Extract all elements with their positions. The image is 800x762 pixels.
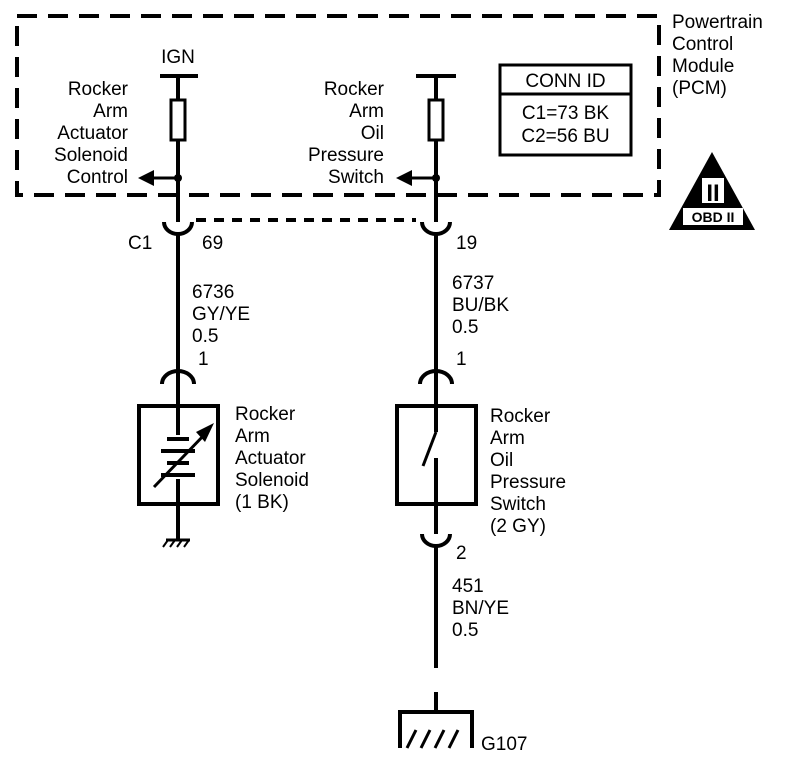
conn-id-row: C1=73 BK — [522, 103, 609, 124]
switch-pin-top: 1 — [456, 349, 467, 370]
switch-pin-bottom: 2 — [456, 543, 467, 564]
arrow-left-icon — [138, 170, 154, 186]
svg-text:Pressure: Pressure — [490, 472, 566, 493]
right-internal-resistor — [427, 98, 445, 142]
svg-text:Rocker: Rocker — [490, 406, 551, 427]
svg-text:0.5: 0.5 — [452, 317, 478, 338]
svg-text:Arm: Arm — [349, 101, 384, 122]
ground-wire-label: 451 BN/YE 0.5 — [452, 576, 509, 641]
conn-id-box: CONN ID C1=73 BK C2=56 BU — [498, 63, 633, 157]
switch-connector-bottom — [420, 533, 452, 548]
solenoid-pin: 1 — [198, 349, 209, 370]
conn-id-title: CONN ID — [525, 71, 605, 92]
variable-arrow-icon — [196, 423, 214, 442]
left-internal-label: Rocker Arm Actuator Solenoid Control — [54, 79, 129, 188]
solenoid-component — [137, 404, 220, 506]
svg-text:(1 BK): (1 BK) — [235, 492, 289, 513]
svg-text:Arm: Arm — [490, 428, 525, 449]
switch-label: Rocker Arm Oil Pressure Switch (2 GY) — [490, 406, 566, 537]
right-internal-label: Rocker Arm Oil Pressure Switch — [308, 79, 385, 188]
solenoid-label: Rocker Arm Actuator Solenoid (1 BK) — [235, 404, 309, 513]
svg-text:Rocker: Rocker — [235, 404, 296, 425]
svg-text:Solenoid: Solenoid — [235, 470, 309, 491]
svg-text:Solenoid: Solenoid — [54, 145, 128, 166]
svg-text:Arm: Arm — [93, 101, 128, 122]
svg-text:Rocker: Rocker — [68, 79, 129, 100]
left-internal-resistor — [169, 98, 187, 142]
svg-text:BU/BK: BU/BK — [452, 295, 509, 316]
svg-text:Control: Control — [67, 167, 128, 188]
svg-text:0.5: 0.5 — [192, 326, 218, 347]
right-wire-label: 6737 BU/BK 0.5 — [452, 273, 509, 338]
svg-text:Pressure: Pressure — [308, 145, 384, 166]
connector-c1-right-pin: 19 — [456, 233, 477, 254]
chassis-ground-icon — [162, 504, 190, 548]
svg-text:Actuator: Actuator — [57, 123, 128, 144]
left-wire-label: 6736 GY/YE 0.5 — [192, 282, 250, 347]
svg-text:Actuator: Actuator — [235, 448, 306, 469]
svg-text:Oil: Oil — [490, 450, 513, 471]
svg-text:Module: Module — [672, 56, 734, 77]
svg-text:(2 GY): (2 GY) — [490, 516, 546, 537]
svg-text:(PCM): (PCM) — [672, 78, 727, 99]
svg-text:Powertrain: Powertrain — [672, 12, 763, 33]
svg-text:BN/YE: BN/YE — [452, 598, 509, 619]
connector-c1-right — [420, 221, 452, 236]
obd-badge-symbol: II — [706, 180, 719, 207]
obd-badge: II OBD II — [669, 152, 755, 230]
solenoid-connector — [160, 369, 196, 385]
switch-connector-top — [418, 369, 454, 385]
pcm-label: Powertrain Control Module (PCM) — [672, 12, 763, 99]
svg-text:Arm: Arm — [235, 426, 270, 447]
svg-text:0.5: 0.5 — [452, 620, 478, 641]
connector-c1-left-pin: 69 — [202, 233, 223, 254]
arrow-left-icon — [396, 170, 412, 186]
switch-component — [395, 404, 478, 506]
svg-text:Control: Control — [672, 34, 733, 55]
obd-badge-text: OBD II — [692, 209, 735, 225]
svg-text:451: 451 — [452, 576, 484, 597]
svg-text:Switch: Switch — [328, 167, 384, 188]
pcm-boundary — [15, 14, 661, 197]
ground-g107-icon — [398, 692, 474, 749]
ground-name: G107 — [481, 734, 527, 755]
conn-id-row: C2=56 BU — [521, 126, 609, 147]
connector-c1-left — [162, 221, 194, 236]
ign-label: IGN — [161, 47, 195, 68]
svg-text:6737: 6737 — [452, 273, 494, 294]
svg-text:Rocker: Rocker — [324, 79, 385, 100]
svg-text:GY/YE: GY/YE — [192, 304, 250, 325]
svg-text:Switch: Switch — [490, 494, 546, 515]
svg-text:6736: 6736 — [192, 282, 234, 303]
svg-text:Oil: Oil — [361, 123, 384, 144]
connector-c1-label: C1 — [128, 233, 152, 254]
